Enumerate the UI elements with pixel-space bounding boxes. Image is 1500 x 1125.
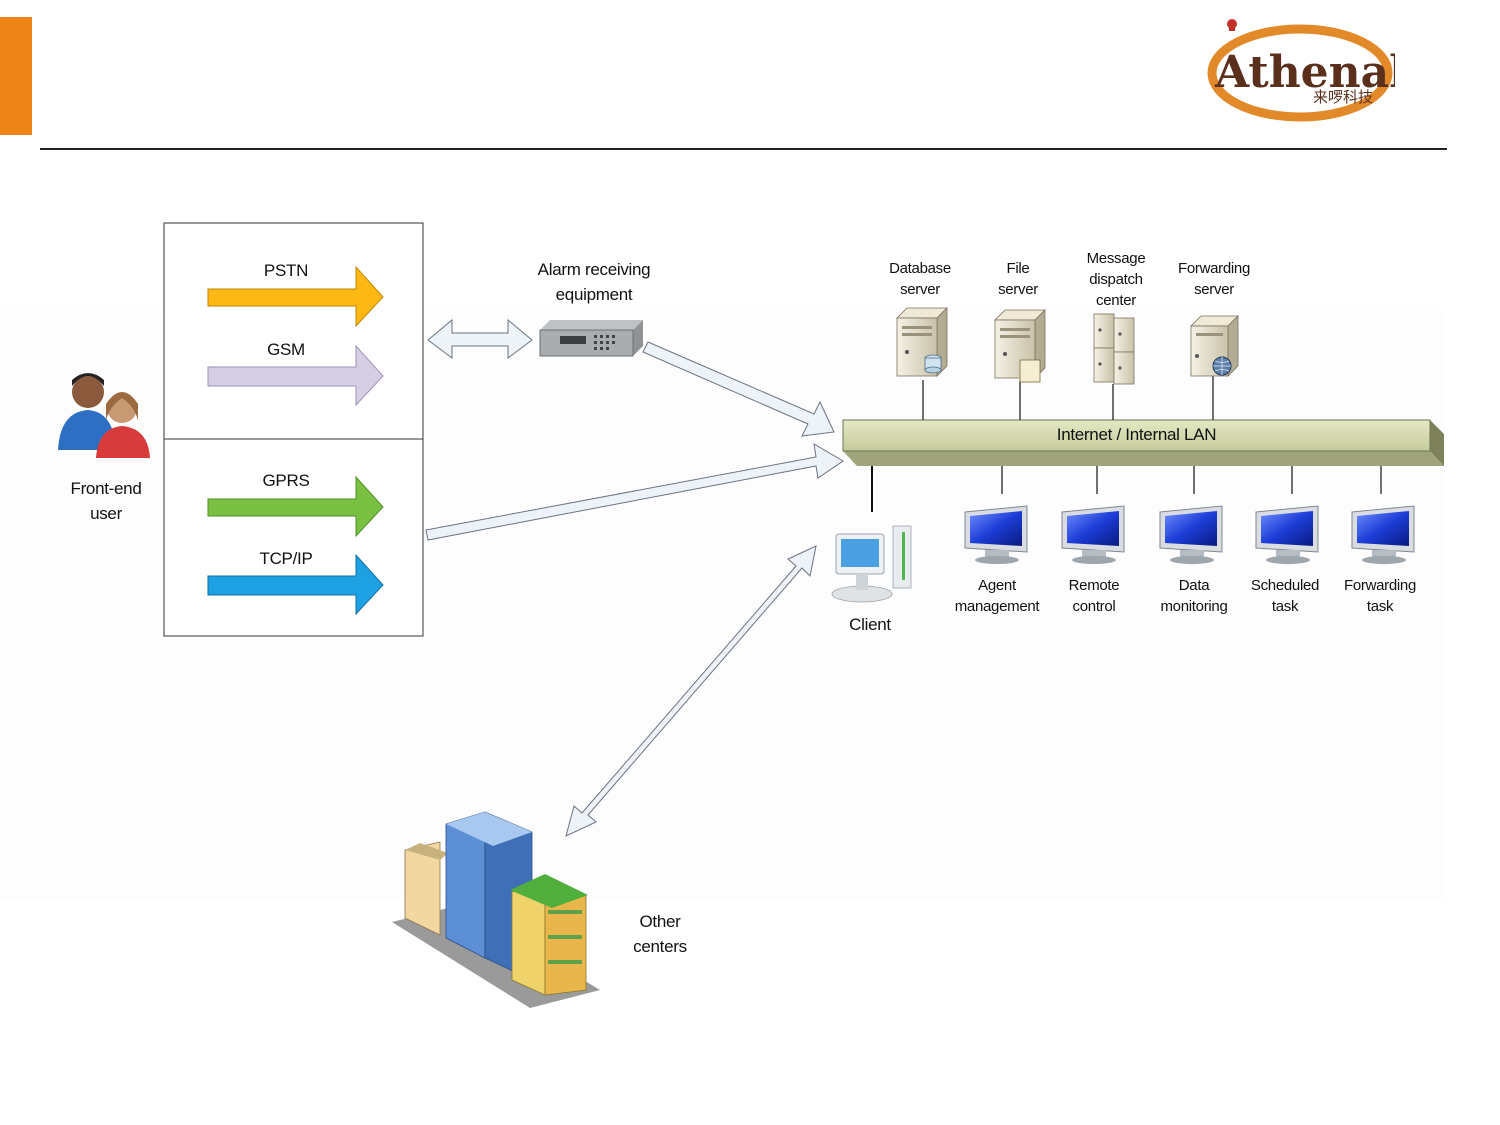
other-centers-label: Other centers xyxy=(633,912,687,956)
gprs-arrow xyxy=(207,475,384,538)
lan-bar xyxy=(842,419,1444,466)
lan-label: Internet / Internal LAN xyxy=(1056,425,1217,444)
logo-wordmark: Athenalarm xyxy=(1214,47,1395,98)
buildings-icon xyxy=(392,811,600,1008)
client-workstation-icon xyxy=(831,525,912,603)
channel-label-tcpip: TCP/IP xyxy=(259,549,313,568)
server-label-forwarding: Forwarding server xyxy=(1177,260,1251,298)
bidirectional-arrow xyxy=(427,318,533,359)
database-server-icon xyxy=(896,307,948,377)
workstation-label-agent: Agent management xyxy=(954,577,1040,615)
channel-label-pstn: PSTN xyxy=(263,261,309,280)
workstation-label-remote: Remote control xyxy=(1068,577,1120,615)
monitor-icon-5 xyxy=(1351,505,1415,564)
monitor-icon-4 xyxy=(1255,505,1319,564)
channel-box-wireless xyxy=(163,438,424,637)
gsm-arrow xyxy=(207,344,384,407)
equipment-to-lan-arrow xyxy=(642,341,835,437)
header-divider xyxy=(40,148,1447,150)
monitor-icon-2 xyxy=(1061,505,1125,564)
monitor-icon-3 xyxy=(1159,505,1223,564)
monitor-icon-1 xyxy=(964,505,1028,564)
file-server-icon xyxy=(994,309,1046,383)
workstation-label-scheduled: Scheduled task xyxy=(1250,577,1320,615)
athenalarm-logo: Athenalarm 来啰科技 xyxy=(1207,19,1395,122)
logo-subtitle: 来啰科技 xyxy=(1313,88,1373,106)
server-label-file: File server xyxy=(998,260,1038,298)
channel-label-gsm: GSM xyxy=(267,340,305,359)
server-cluster-icon xyxy=(1093,313,1135,385)
workstation-label-forwarding: Forwarding task xyxy=(1343,577,1417,615)
server-label-database: Database server xyxy=(889,260,951,298)
server-label-dispatch: Message dispatch center xyxy=(1086,250,1146,309)
alarm-equipment-label: Alarm receiving equipment xyxy=(537,260,651,304)
channel-box-wired xyxy=(163,222,424,440)
accent-tab xyxy=(0,17,32,135)
front-end-user-label: Front-end user xyxy=(70,479,142,523)
users-icon xyxy=(58,373,150,458)
pstn-arrow xyxy=(207,265,384,328)
tcpip-arrow xyxy=(207,553,384,616)
client-centers-arrow xyxy=(565,545,817,837)
client-label: Client xyxy=(849,615,891,634)
rack-receiver-icon xyxy=(539,320,643,357)
channel-label-gprs: GPRS xyxy=(262,471,310,490)
box-to-lan-arrow xyxy=(425,443,844,541)
server-links xyxy=(871,376,1382,512)
workstation-label-data: Data monitoring xyxy=(1160,577,1228,615)
forwarding-server-icon xyxy=(1190,315,1239,377)
